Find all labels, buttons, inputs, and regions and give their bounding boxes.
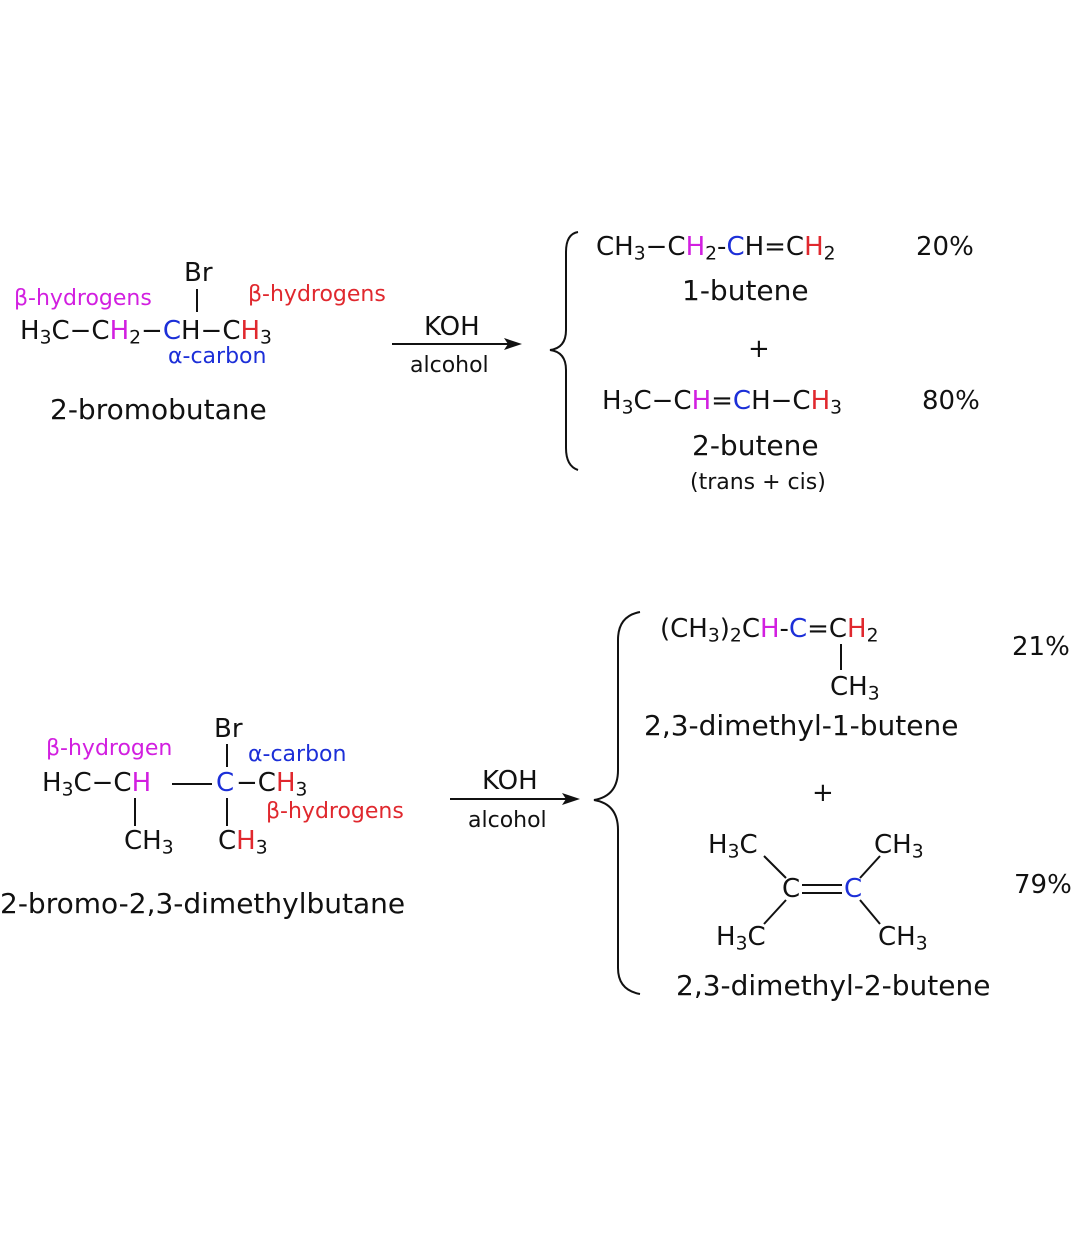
methyl-group-2: CH3 xyxy=(218,826,268,859)
arrow-head-2 xyxy=(562,793,580,805)
reactant-name: 2-bromo-2,3-dimethylbutane xyxy=(0,887,406,920)
product-1-percent: 21% xyxy=(1012,632,1070,662)
product-brace-1 xyxy=(549,231,579,471)
plus-sign: + xyxy=(748,334,770,364)
product-1-methyl: CH3 xyxy=(830,672,880,705)
reactant-formula: H3C−CH2−CH−CH3 xyxy=(20,316,272,349)
product-1-formula: CH3−CH2-CH=CH2 xyxy=(596,232,836,265)
product-2-methyl-top-right: CH3 xyxy=(874,830,924,863)
alpha-carbon-label: α-carbon xyxy=(248,742,347,767)
reagent-label: KOH xyxy=(482,766,538,796)
bromine-label: Br xyxy=(184,258,213,288)
arrow-head-1 xyxy=(504,338,522,350)
product-1-name: 1-butene xyxy=(682,274,809,307)
product-brace-2 xyxy=(593,611,641,995)
product-2-percent: 80% xyxy=(922,386,980,416)
bond-top-right xyxy=(859,855,881,879)
bromine-label: Br xyxy=(214,714,243,744)
product-2-methyl-top-left: H3C xyxy=(708,830,758,863)
product-2-percent: 79% xyxy=(1014,870,1072,900)
solvent-label: alcohol xyxy=(468,808,547,833)
solvent-label: alcohol xyxy=(410,353,489,378)
product-2-name: 2-butene xyxy=(692,429,819,462)
reactant-chain-right: −CH3 xyxy=(236,768,308,801)
beta-hydrogen-label: β-hydrogen xyxy=(46,736,173,761)
product-2-carbon-right: C xyxy=(844,874,863,904)
bond-bottom-left xyxy=(763,899,787,925)
product-2-carbon-left: C xyxy=(782,874,801,904)
alpha-carbon-label: α-carbon xyxy=(168,344,267,369)
product-2-methyl-bottom-left: H3C xyxy=(716,922,766,955)
beta-hydrogens-label-right: β-hydrogens xyxy=(248,282,386,307)
product-2-formula: H3C−CH=CH−CH3 xyxy=(602,386,843,419)
alpha-carbon-atom: C xyxy=(216,768,235,798)
product-2-note: (trans + cis) xyxy=(690,470,826,495)
methyl-group-1: CH3 xyxy=(124,826,174,859)
beta-hydrogens-label: β-hydrogens xyxy=(266,799,404,824)
reactant-chain-left: H3C−CH xyxy=(42,768,152,801)
product-2-methyl-bottom-right: CH3 xyxy=(878,922,928,955)
product-2-name: 2,3-dimethyl-2-butene xyxy=(676,969,991,1002)
plus-sign: + xyxy=(812,778,834,808)
product-1-percent: 20% xyxy=(916,232,974,262)
bond-top-left xyxy=(763,855,787,879)
bond-bottom-right xyxy=(859,899,881,925)
reactant-name: 2-bromobutane xyxy=(50,393,267,426)
product-1-name: 2,3-dimethyl-1-butene xyxy=(644,709,959,742)
product-1-formula: (CH3)2CH-C=CH2 xyxy=(660,614,879,647)
beta-hydrogens-label-left: β-hydrogens xyxy=(14,286,152,311)
reagent-label: KOH xyxy=(424,312,480,342)
